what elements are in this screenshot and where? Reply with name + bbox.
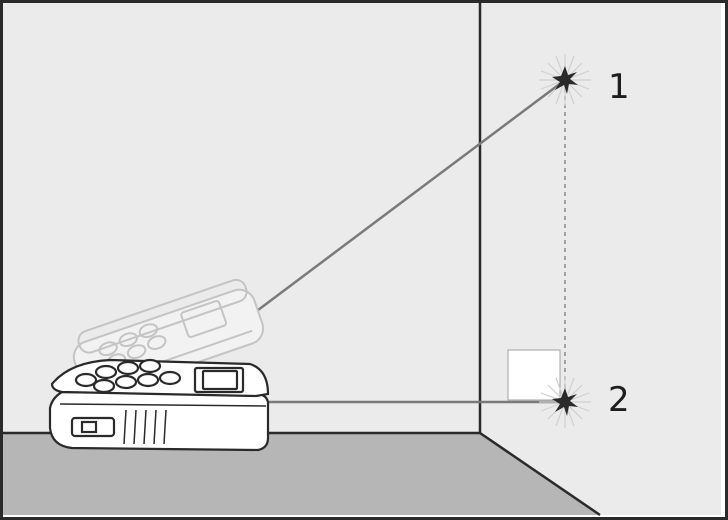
side-wall [480,3,721,515]
point-label-1: 1 [608,67,630,107]
point-label-2: 2 [608,380,630,420]
laser-beam-1 [241,78,566,324]
laser-distance-meter-icon [48,358,270,452]
floor [3,433,600,515]
target-card [507,349,561,401]
laser-spot-icon [539,376,591,428]
laser-spot-icon [539,54,591,106]
